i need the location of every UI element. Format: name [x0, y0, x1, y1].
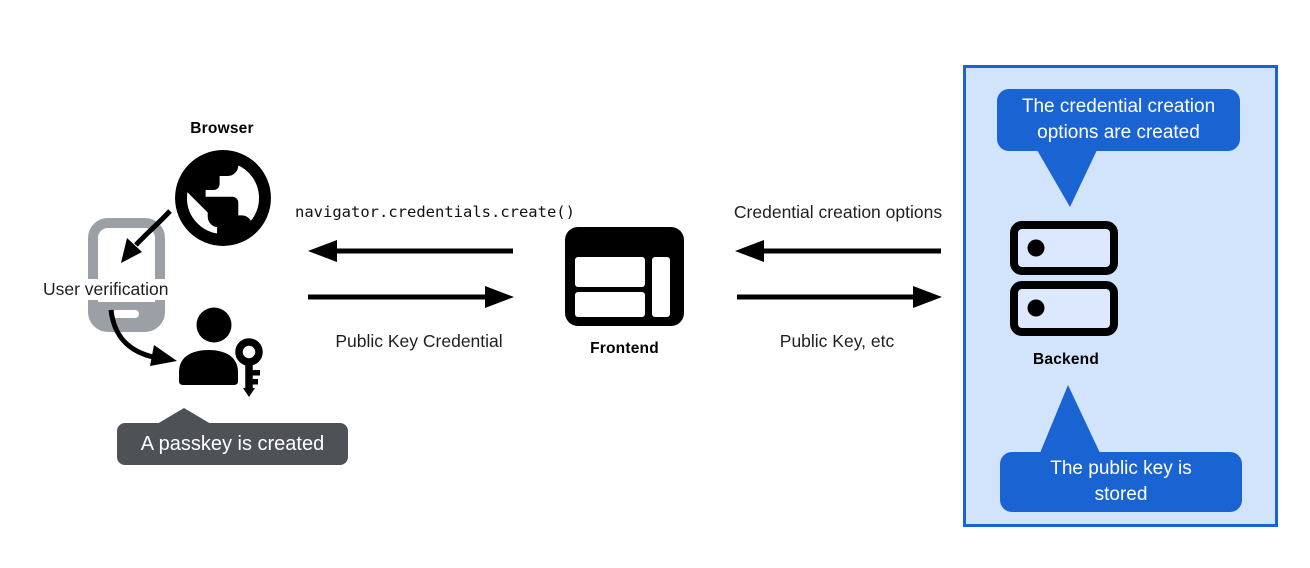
frontend-label: Frontend [590, 340, 659, 357]
tooltip-pointer [1037, 150, 1097, 207]
credentials-create-label: navigator.credentials.create() [295, 203, 575, 221]
backend-panel: The credential creation options are crea… [963, 65, 1278, 527]
browser-label: Browser [190, 120, 254, 137]
server-icon [1010, 221, 1118, 336]
tooltip-pointer [157, 408, 211, 424]
tooltip-pointer [1040, 385, 1100, 453]
credential-creation-options-label: Credential creation options [733, 202, 943, 222]
arrow-public-key-etc [737, 286, 942, 308]
tooltip-line: The credential creation [1021, 96, 1216, 117]
public-key-etc-label: Public Key, etc [779, 331, 895, 351]
user-verification-label: User verification [40, 279, 172, 300]
credential-options-created-tooltip: The credential creation options are crea… [997, 89, 1240, 207]
passkey-tooltip: A passkey is created [117, 408, 348, 465]
arrow-credential-creation-options [735, 240, 941, 262]
public-key-stored-tooltip: The public key is stored [1000, 385, 1242, 512]
arrow-public-key-credential [308, 286, 514, 308]
globe-icon [175, 150, 271, 246]
backend-label: Backend [1032, 351, 1099, 368]
passkey-tooltip-text: A passkey is created [140, 433, 325, 455]
user-icon [179, 307, 266, 397]
arrow-phone-to-user [108, 309, 177, 366]
smartphone-icon [88, 218, 165, 332]
arrow-browser-to-phone [121, 209, 172, 263]
tooltip-line: stored [1094, 484, 1148, 505]
tooltip-line: options are created [1037, 122, 1200, 143]
browser-window-icon [565, 227, 684, 326]
public-key-credential-label: Public Key Credential [335, 331, 503, 351]
tooltip-line: The public key is [1050, 458, 1192, 479]
arrow-create-call [308, 240, 513, 262]
key-icon [232, 335, 266, 397]
